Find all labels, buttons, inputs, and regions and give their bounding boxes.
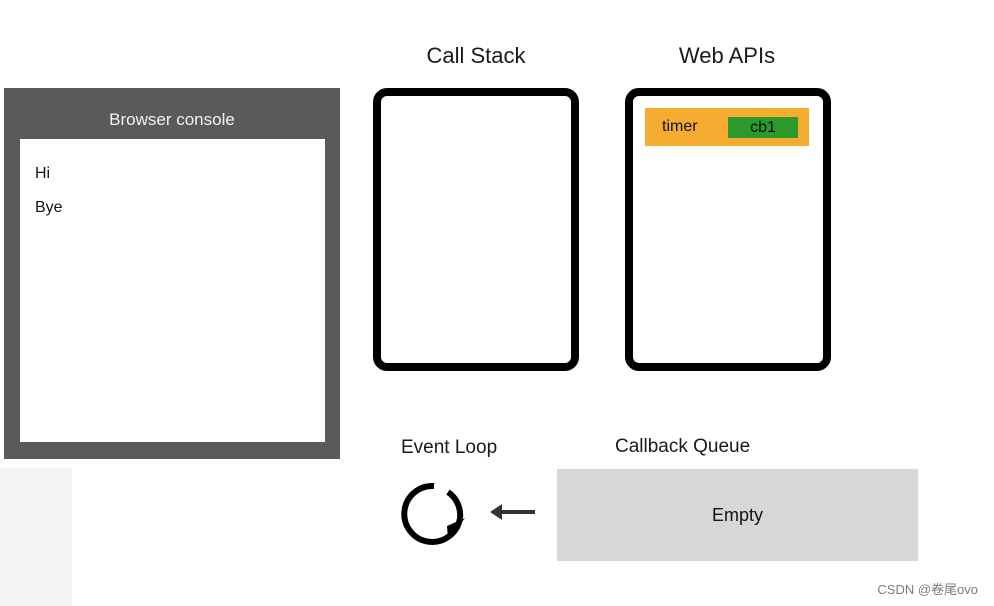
console-line: Hi [35, 165, 51, 182]
callback-badge: cb1 [728, 117, 798, 138]
timer-label: timer [662, 118, 698, 135]
corner-shade [0, 468, 72, 606]
console-title: Browser console [109, 110, 235, 129]
arrow-left-icon [488, 502, 538, 522]
web-apis-heading: Web APIs [678, 43, 776, 68]
watermark: CSDN @卷尾ovo [877, 582, 978, 597]
callback-queue-box: Empty [557, 469, 918, 561]
callback-queue-label: Callback Queue [615, 436, 751, 457]
call-stack-heading: Call Stack [426, 43, 526, 68]
console-line: Bye [35, 199, 63, 216]
timer-chip: timer cb1 [645, 108, 809, 146]
callback-queue-content: Empty [711, 504, 763, 525]
refresh-icon [398, 478, 470, 550]
console-output: Hi Bye [20, 139, 325, 442]
browser-console-panel: Browser console Hi Bye [4, 88, 340, 459]
call-stack-box [373, 88, 579, 371]
event-loop-label: Event Loop [401, 437, 498, 458]
